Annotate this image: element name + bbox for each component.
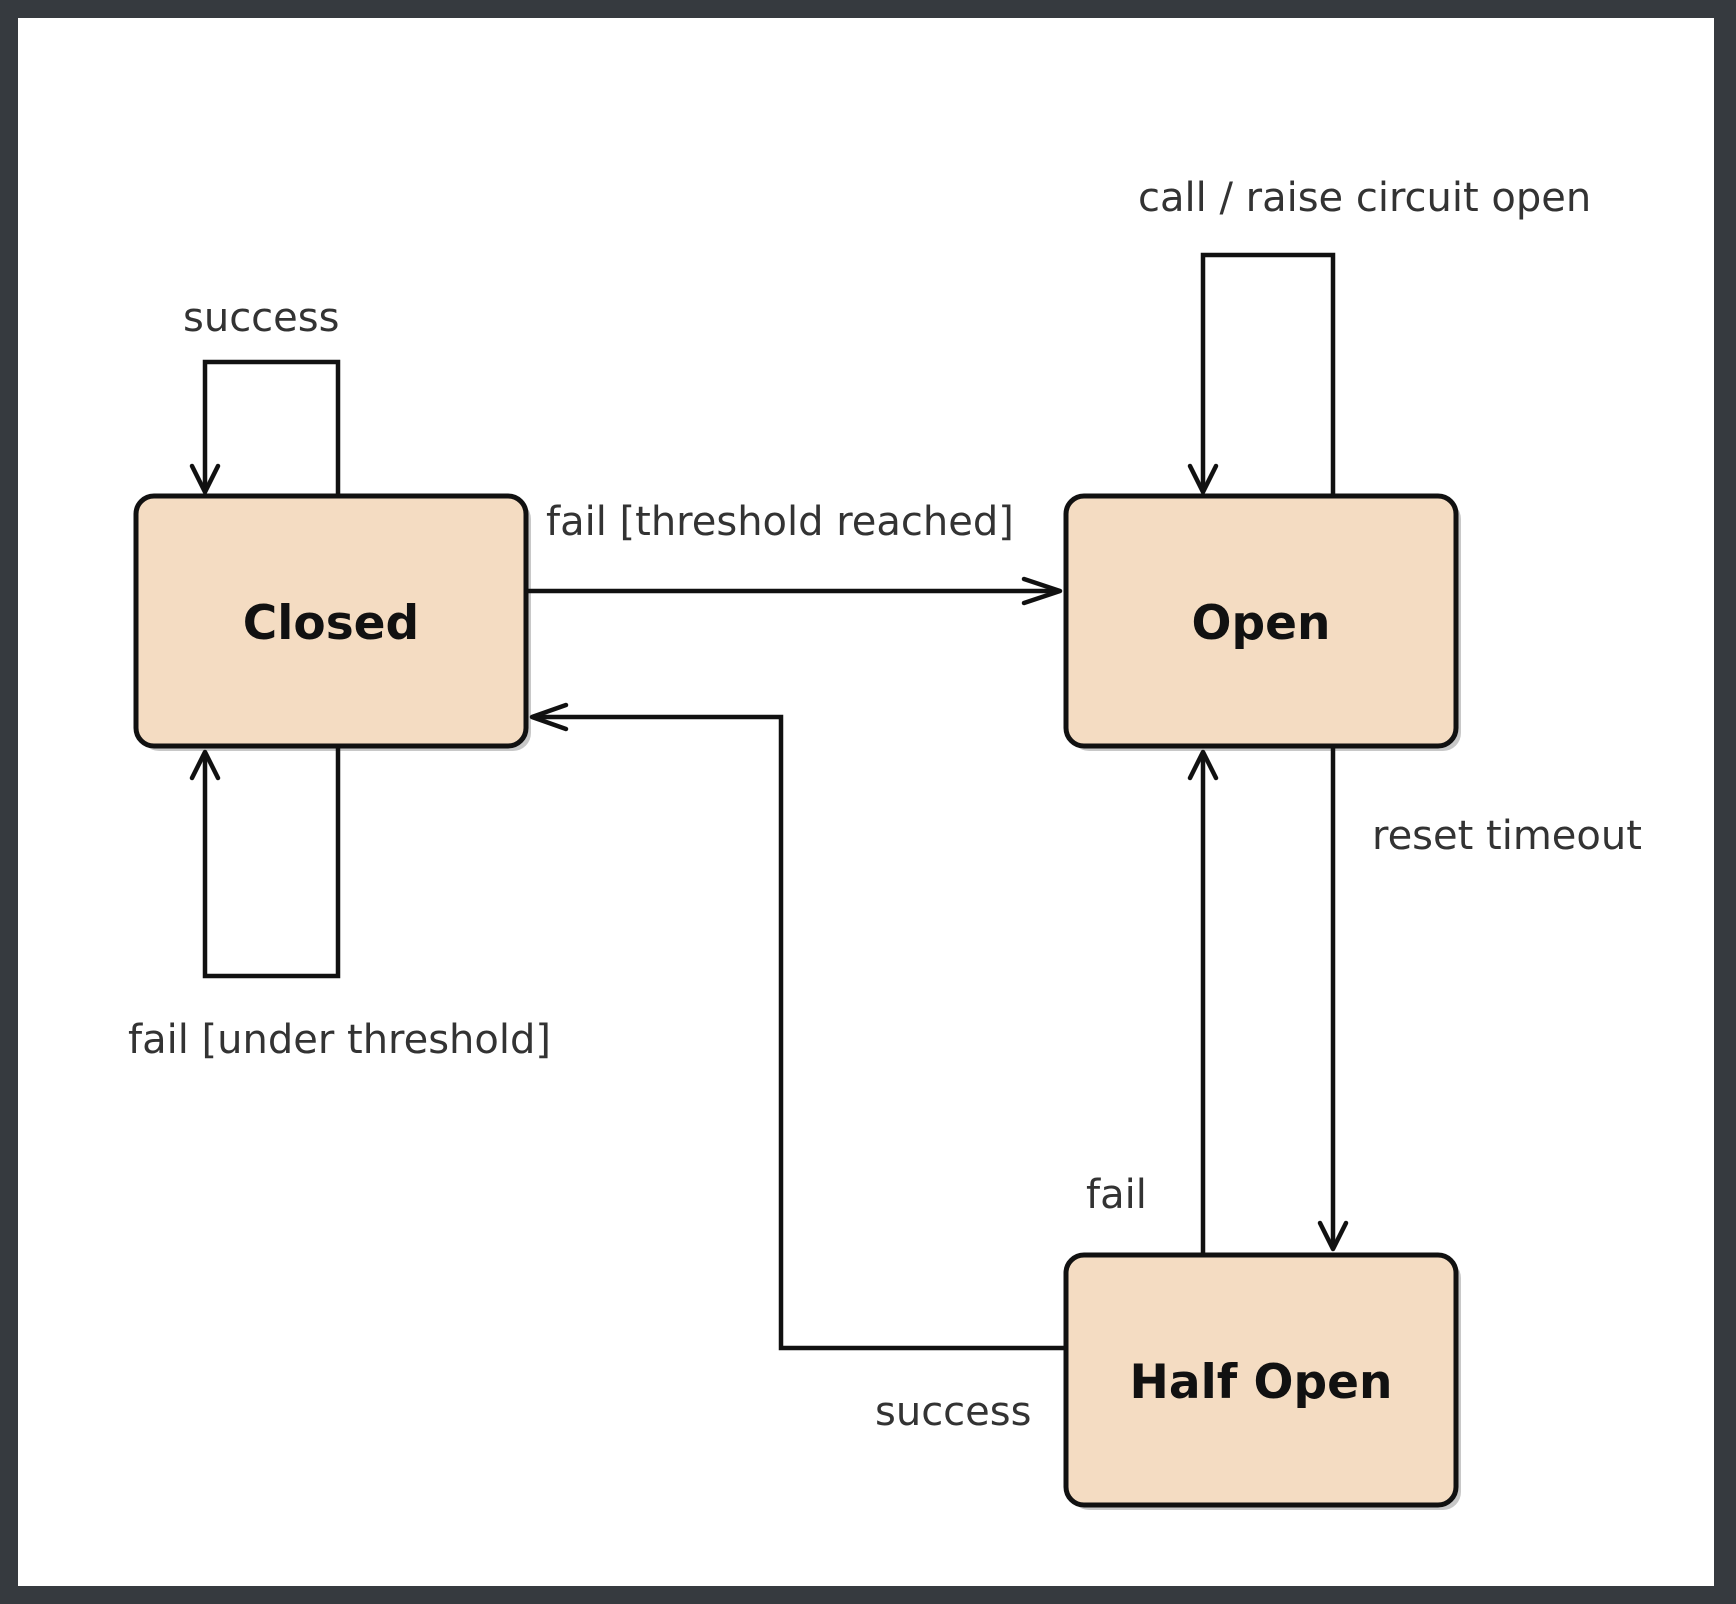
state-half-open: Half Open bbox=[1063, 1252, 1461, 1510]
state-closed-box bbox=[133, 493, 529, 749]
diagram-canvas: Closed Open Half Open success fail [unde… bbox=[18, 18, 1714, 1586]
arrowhead-icon bbox=[189, 749, 221, 781]
state-closed-label: Closed bbox=[243, 596, 419, 651]
edge-label-call-raise-circuit-open: call / raise circuit open bbox=[1138, 175, 1591, 221]
arrowhead-icon bbox=[1187, 463, 1219, 495]
edge-label-success: success bbox=[875, 1389, 1031, 1435]
edge-label-closed-fail-under-threshold: fail [under threshold] bbox=[128, 1017, 551, 1063]
edge-half-open-to-closed bbox=[529, 702, 1066, 1351]
edge-label-reset-timeout: reset timeout bbox=[1372, 813, 1642, 859]
edge-closed-self-fail bbox=[189, 746, 341, 979]
state-machine-diagram: Closed Open Half Open success fail [unde… bbox=[128, 175, 1642, 1510]
state-half-open-label: Half Open bbox=[1130, 1355, 1393, 1410]
state-open-box bbox=[1063, 493, 1459, 749]
arrowhead-icon bbox=[529, 702, 569, 732]
edge-open-to-half-open bbox=[1317, 746, 1349, 1252]
edge-half-open-to-open bbox=[1187, 749, 1219, 1255]
edge-label-fail-threshold-reached: fail [threshold reached] bbox=[546, 499, 1014, 545]
edge-label-fail: fail bbox=[1086, 1172, 1147, 1218]
arrowhead-icon bbox=[189, 463, 221, 495]
edge-open-self bbox=[1187, 252, 1336, 496]
arrowhead-icon bbox=[1317, 1220, 1349, 1252]
edge-closed-self-success bbox=[189, 359, 341, 496]
state-open-label: Open bbox=[1192, 596, 1331, 651]
edge-label-closed-success: success bbox=[183, 295, 339, 341]
arrowhead-icon bbox=[1187, 749, 1219, 781]
state-closed: Closed bbox=[133, 493, 531, 751]
state-half-open-box bbox=[1063, 1252, 1459, 1508]
arrowhead-icon bbox=[1021, 576, 1063, 606]
edge-closed-to-open bbox=[526, 576, 1063, 606]
state-open: Open bbox=[1063, 493, 1461, 751]
